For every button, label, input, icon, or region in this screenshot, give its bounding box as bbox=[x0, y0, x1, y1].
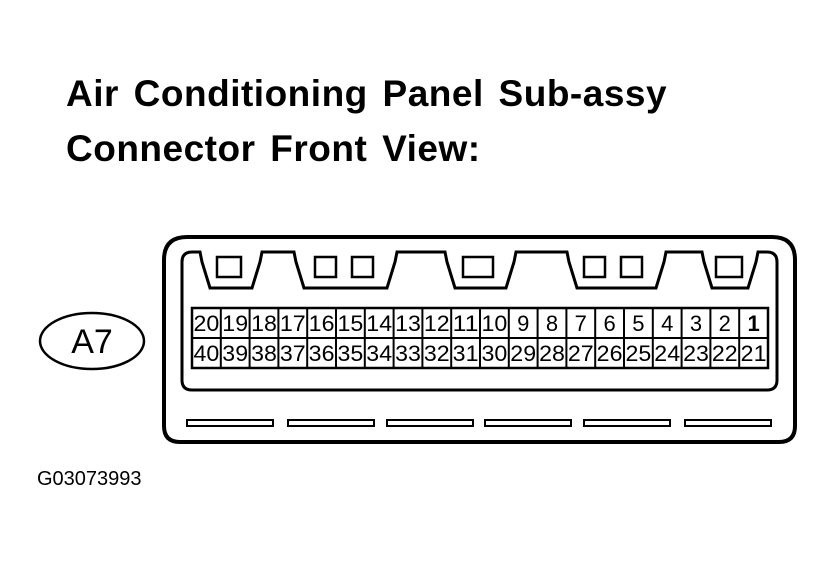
pin-label-bottom-row: 27 bbox=[568, 341, 594, 366]
connector-housing-inner bbox=[180, 250, 779, 392]
connector-label-badge: A7 bbox=[38, 311, 146, 371]
pin-label-bottom-row: 37 bbox=[280, 341, 306, 366]
latch-window bbox=[215, 255, 243, 279]
pin-label-bottom-row: 21 bbox=[741, 341, 767, 366]
latch-window bbox=[582, 255, 607, 279]
pin-label-bottom-row: 40 bbox=[194, 341, 220, 366]
pin-label-bottom-row: 31 bbox=[453, 341, 479, 366]
pin-label-bottom-row: 30 bbox=[482, 341, 508, 366]
pin-label-bottom-row: 23 bbox=[683, 341, 709, 366]
pin-label-top-row: 8 bbox=[546, 311, 558, 336]
pin-label-bottom-row: 34 bbox=[366, 341, 392, 366]
pin-label-top-row: 17 bbox=[280, 311, 306, 336]
bottom-rail bbox=[583, 419, 671, 427]
pin-label-top-row: 11 bbox=[453, 311, 479, 336]
pin-label-bottom-row: 32 bbox=[424, 341, 450, 366]
pin-label-top-row: 9 bbox=[517, 311, 529, 336]
title-line-2: Connector Front View: bbox=[66, 128, 481, 169]
pin-label-bottom-row: 22 bbox=[712, 341, 738, 366]
pin-label-bottom-row: 26 bbox=[597, 341, 623, 366]
pin-label-bottom-row: 28 bbox=[539, 341, 565, 366]
pin-label-top-row: 6 bbox=[603, 311, 615, 336]
pin-label-top-row: 13 bbox=[395, 311, 421, 336]
pin-label-bottom-row: 29 bbox=[510, 341, 536, 366]
pin-label-top-row: 2 bbox=[719, 311, 731, 336]
pin-label-top-row: 4 bbox=[661, 311, 673, 336]
title-line-1: Air Conditioning Panel Sub-assy bbox=[66, 73, 668, 114]
pin-label-bottom-row: 35 bbox=[338, 341, 364, 366]
pin-label-top-row: 19 bbox=[222, 311, 248, 336]
pin-label-top-row: 15 bbox=[338, 311, 364, 336]
pin-label-top-row: 16 bbox=[309, 311, 335, 336]
pin-label-top-row: 1 bbox=[747, 311, 759, 336]
pin-label-bottom-row: 38 bbox=[251, 341, 277, 366]
pin-label-bottom-row: 39 bbox=[222, 341, 248, 366]
pin-label-top-row: 3 bbox=[690, 311, 702, 336]
connector-housing-outer bbox=[162, 235, 797, 444]
bottom-rail bbox=[186, 419, 274, 427]
bottom-rails bbox=[186, 419, 772, 427]
pin-label-bottom-row: 36 bbox=[309, 341, 335, 366]
pin-label-top-row: 7 bbox=[575, 311, 587, 336]
pin-label-top-row: 10 bbox=[482, 311, 508, 336]
bottom-rail bbox=[684, 419, 772, 427]
pin-label-top-row: 12 bbox=[424, 311, 450, 336]
pin-label-top-row: 5 bbox=[632, 311, 644, 336]
bottom-rail bbox=[386, 419, 474, 427]
bottom-rail bbox=[484, 419, 572, 427]
latch-window bbox=[350, 255, 375, 279]
pin-label-top-row: 20 bbox=[194, 311, 220, 336]
latch-windows bbox=[215, 255, 744, 279]
figure-id: G03073993 bbox=[37, 468, 142, 490]
pin-label-bottom-row: 24 bbox=[654, 341, 680, 366]
latch-window bbox=[461, 255, 495, 279]
connector-label-text: A7 bbox=[71, 323, 113, 361]
latch-window bbox=[619, 255, 644, 279]
pin-label-bottom-row: 25 bbox=[626, 341, 652, 366]
pin-label-top-row: 18 bbox=[251, 311, 277, 336]
latch-window bbox=[714, 255, 744, 279]
latch-window bbox=[313, 255, 338, 279]
pin-label-top-row: 14 bbox=[366, 311, 392, 336]
bottom-rail bbox=[287, 419, 375, 427]
connector-label-ellipse bbox=[38, 311, 146, 371]
pin-label-bottom-row: 33 bbox=[395, 341, 421, 366]
